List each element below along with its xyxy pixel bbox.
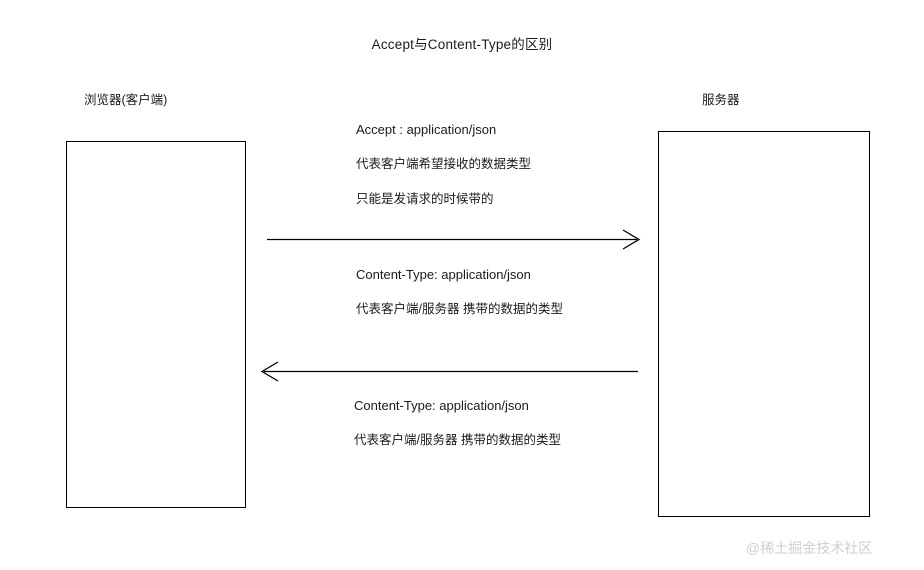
request-header-text: Accept : application/json bbox=[356, 122, 497, 137]
watermark-text: @稀土掘金技术社区 bbox=[746, 540, 873, 556]
response-note-primary: 代表客户端/服务器 携带的数据的类型 bbox=[356, 302, 563, 316]
request-note-secondary: 只能是发请求的时候带的 bbox=[356, 191, 494, 206]
note-header-text: Content-Type: application/json bbox=[354, 398, 529, 413]
note-note-primary: 代表客户端/服务器 携带的数据的类型 bbox=[354, 433, 561, 447]
client-lifeline-box bbox=[66, 141, 246, 508]
request-note-primary: 代表客户端希望接收的数据类型 bbox=[356, 157, 532, 171]
diagram-title: Accept与Content-Type的区别 bbox=[371, 37, 553, 52]
request-arrow bbox=[267, 229, 641, 250]
response-arrow-head bbox=[260, 361, 279, 382]
server-lifeline-box bbox=[658, 131, 870, 517]
note-message-labels: Content-Type: application/json 代表客户端/服务器… bbox=[354, 399, 561, 447]
response-header-text: Content-Type: application/json bbox=[356, 267, 531, 282]
request-message-labels: Accept : application/json 代表客户端希望接收的数据类型… bbox=[356, 123, 531, 205]
server-node-label: 服务器 bbox=[702, 93, 740, 107]
request-arrow-head bbox=[622, 229, 641, 250]
response-message-labels: Content-Type: application/json 代表客户端/服务器… bbox=[356, 268, 563, 316]
response-arrow bbox=[260, 361, 638, 382]
client-node-label: 浏览器(客户端) bbox=[84, 93, 168, 107]
